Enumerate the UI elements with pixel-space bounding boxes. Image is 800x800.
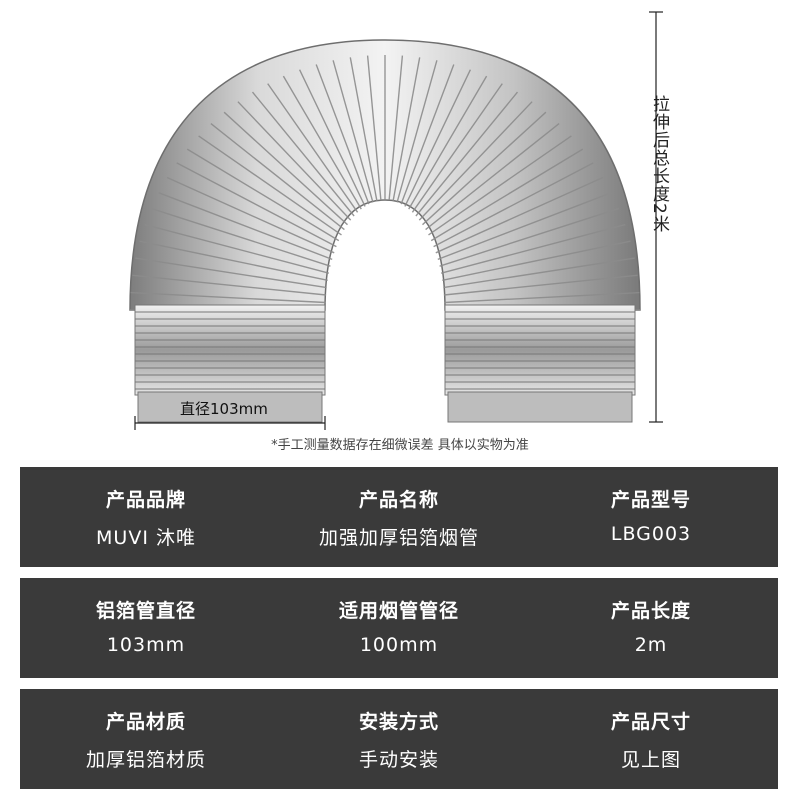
- spec-value: 加强加厚铝箔烟管: [318, 527, 479, 549]
- spec-panel-2: 铝箔管直径 103mm 适用烟管管径 100mm 产品长度 2m: [20, 578, 778, 678]
- spec-value: 加厚铝箔材质: [85, 749, 206, 771]
- spec-label: 产品品牌: [105, 489, 186, 511]
- spec-label: 产品型号: [610, 489, 691, 511]
- spec-value: 100mm: [359, 634, 439, 656]
- spec-brand: 产品品牌 MUVI 沐唯: [20, 467, 272, 567]
- spec-model: 产品型号 LBG003: [525, 467, 777, 567]
- stretch-length-label: 拉伸后总长度2米: [649, 95, 669, 233]
- diameter-label: 直径103mm: [180, 400, 268, 418]
- measurement-note: *手工测量数据存在细微误差 具体以实物为准: [271, 438, 529, 453]
- spec-installation: 安装方式 手动安装: [273, 689, 525, 789]
- spec-length: 产品长度 2m: [525, 578, 777, 678]
- spec-value: 手动安装: [358, 749, 439, 771]
- spec-label: 安装方式: [358, 711, 439, 733]
- left-cuff: [134, 304, 326, 423]
- diameter-dimension-line: [134, 416, 326, 430]
- spec-value: LBG003: [610, 523, 692, 545]
- spec-product-name: 产品名称 加强加厚铝箔烟管: [273, 467, 525, 567]
- spec-value: 见上图: [620, 749, 681, 771]
- spec-compatible-pipe: 适用烟管管径 100mm: [273, 578, 525, 678]
- spec-label: 适用烟管管径: [338, 600, 459, 622]
- spec-size: 产品尺寸 见上图: [525, 689, 777, 789]
- spec-label: 产品名称: [358, 489, 439, 511]
- spec-panel-3: 产品材质 加厚铝箔材质 安装方式 手动安装 产品尺寸 见上图: [20, 689, 778, 789]
- spec-label: 产品尺寸: [610, 711, 691, 733]
- length-dimension-line: [649, 11, 663, 423]
- spec-label: 产品材质: [105, 711, 186, 733]
- spec-value: 103mm: [106, 634, 186, 656]
- spec-material: 产品材质 加厚铝箔材质: [20, 689, 272, 789]
- spec-value: 2m: [634, 634, 668, 656]
- spec-value: MUVI 沐唯: [96, 527, 196, 549]
- spec-label: 产品长度: [610, 600, 691, 622]
- product-image: 拉伸后总长度2米 直径103mm *手工测量数据存在细微误差 具体以实物为准: [129, 11, 669, 453]
- aluminum-foil-hose-illustration: [129, 11, 663, 430]
- spec-label: 铝箔管直径: [95, 600, 196, 622]
- right-cuff: [444, 304, 636, 423]
- spec-panel-1: 产品品牌 MUVI 沐唯 产品名称 加强加厚铝箔烟管 产品型号 LBG003: [20, 467, 778, 567]
- spec-hose-diameter: 铝箔管直径 103mm: [20, 578, 272, 678]
